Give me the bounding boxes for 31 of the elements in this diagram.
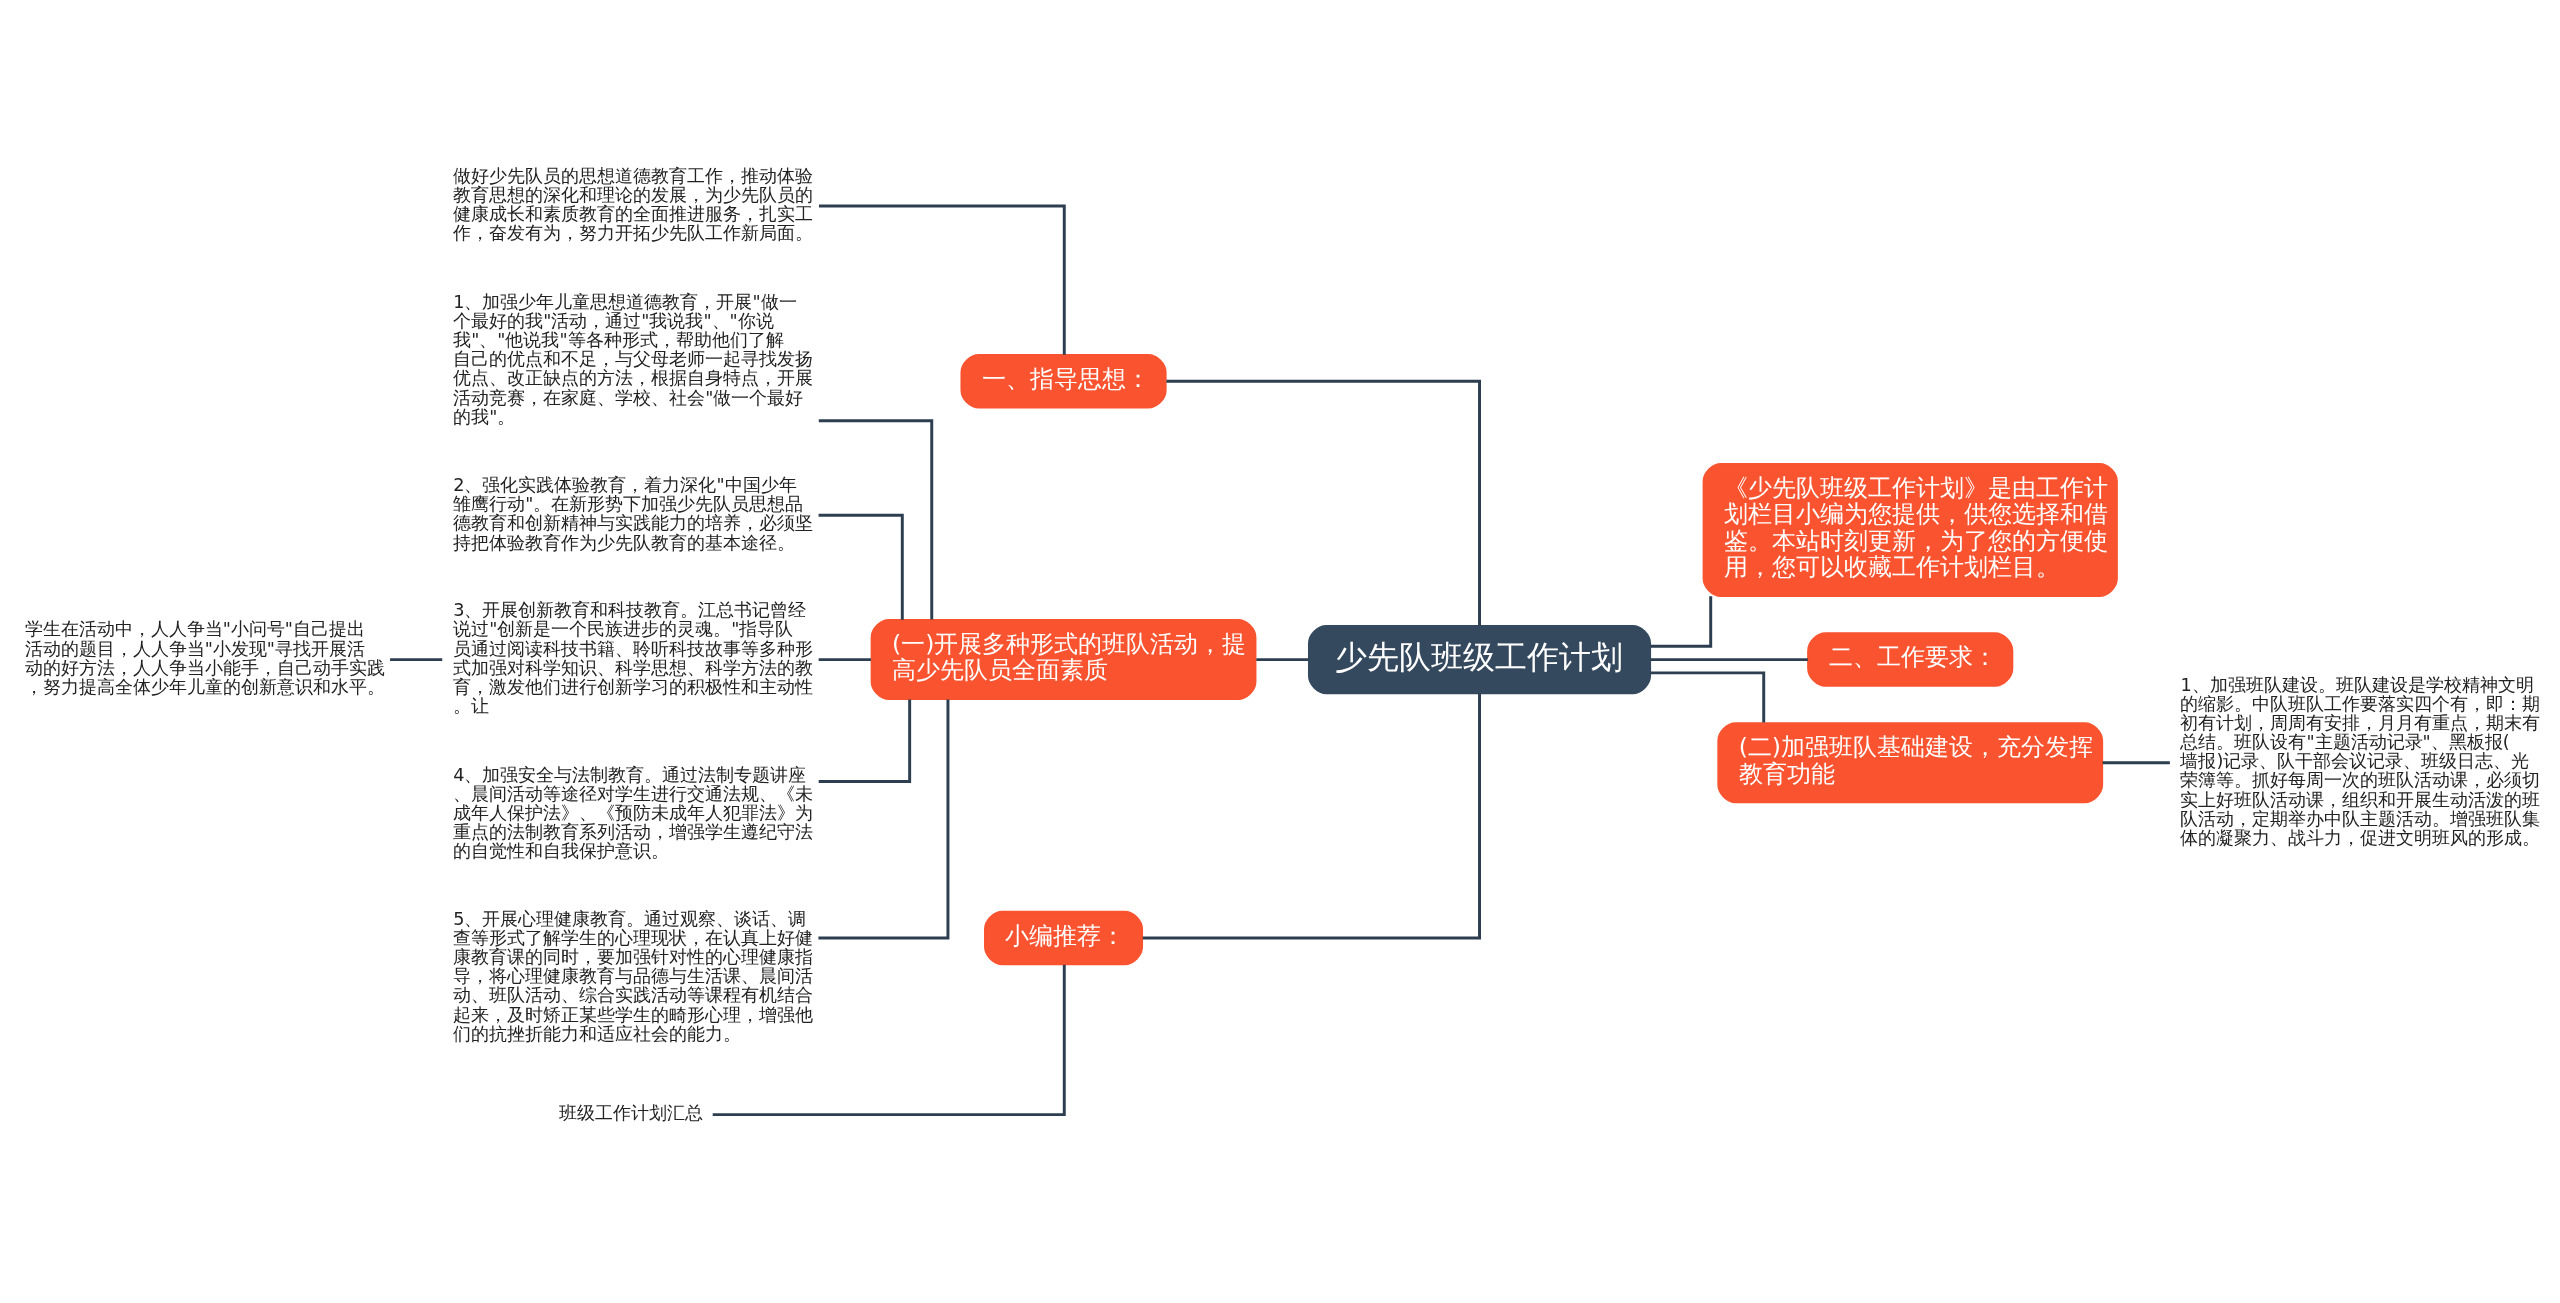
node-box: 《少先队班级工作计划》是由工作计划栏目小编为您提供，供您选择和借鉴。本站时刻更新，为了您的方便使用，您可以收藏工作计划栏目。	[1702, 463, 2118, 597]
connector	[1256, 658, 1309, 662]
connector	[818, 513, 904, 620]
node-box: 小编推荐：	[984, 910, 1144, 966]
node-text: 4、加强安全与法制教育。通过法制专题讲座、晨间活动等途径对学生进行交通法规、《未成年人保护法》、《预防未成年人犯罪法》为重点的法制教育系列活动，增强学生遵纪守法的自觉性和自我保护意识。	[453, 764, 814, 862]
node-box: (一)开展多种形式的班队活动，提高少先队员全面素质	[870, 619, 1257, 701]
connector	[818, 699, 912, 783]
node-box: (二)加强班队基础建设，充分发挥教育功能	[1717, 722, 2104, 804]
node-text: 2、强化实践体验教育，着力深化"中国少年雏鹰行动"。在新形势下加强少先队员思想品德教育和创新精神与实践能力的培养，必须坚持把体验教育作为少先队教育的基本途径。	[453, 475, 814, 553]
node-text: 学生在活动中，人人争当"小问号"自己提出活动的题目，人人争当"小发现"寻找开展活动的好方法，人人争当小能手，自己动手实践，努力提高全体少年儿童的创新意识和水平。	[24, 619, 385, 697]
node-text: 班级工作计划汇总	[559, 1103, 704, 1124]
node-text: 1、加强少年儿童思想道德教育，开展"做一个最好的我"活动，通过"我说我"、"你说我"、"他说我"等各种形式，帮助他们了解自己的优点和不足，与父母老师一起寻找发扬优点、改正缺点的方法，根据自身特点，开展活动竞赛，在家庭、学校、社会"做一个最好的我"。	[453, 291, 814, 427]
connector	[1650, 658, 1808, 662]
node-text: 5、开展心理健康教育。通过观察、谈话、调查等形式了解学生的心理现状，在认真上好健康教育课的同时，要加强针对性的心理健康指导，将心理健康教育与品德与生活课、晨间活动、班队活动、综合实践活动等课程有机结合起来，及时矫正某些学生的畸形心理，增强他们的抗挫折能力和适应社会的能力。	[453, 908, 814, 1044]
connector	[1650, 596, 1713, 648]
connector	[818, 204, 1066, 355]
connector	[1166, 379, 1481, 626]
node-box: 二、工作要求：	[1807, 632, 2014, 687]
connector	[818, 658, 871, 662]
connector	[390, 658, 443, 662]
connector	[1650, 671, 1766, 723]
connector	[2102, 761, 2170, 765]
connector	[1142, 693, 1481, 940]
connector	[818, 419, 934, 620]
node-text: 3、开展创新教育和科技教育。江总书记曾经说过"创新是一个民族进步的灵魂。"指导队员通过阅读科技书籍、聆听科技故事等多种形式加强对科学知识、科学思想、科学方法的教育，激发他们进行创新学习的积极性和主动性。让	[453, 600, 814, 717]
node-text: 1、加强班队建设。班队建设是学校精神文明的缩影。中队班队工作要落实四个有，即：期初有计划，周周有安排，月月有重点，期末有总结。班队设有"主题活动记录"、黑板报(墙报)记录、队干部会议记录、班级日志、光荣簿等。抓好每周一次的班队活动课，必须切实上好班队活动课，组织和开展生动活泼的班队活动，定期举办中队主题活动。增强班队集体的凝聚力、战斗力，促进文明班风的形成。	[2180, 674, 2541, 848]
node-text: 做好少先队员的思想道德教育工作，推动体验教育思想的深化和理论的发展，为少先队员的健康成长和素质教育的全面推进服务，扎实工作，奋发有为，努力开拓少先队工作新局面。	[453, 165, 814, 244]
connector	[818, 699, 950, 940]
node-box: 少先队班级工作计划	[1307, 625, 1652, 695]
connector	[712, 964, 1066, 1117]
node-box: 一、指导思想：	[960, 354, 1167, 409]
